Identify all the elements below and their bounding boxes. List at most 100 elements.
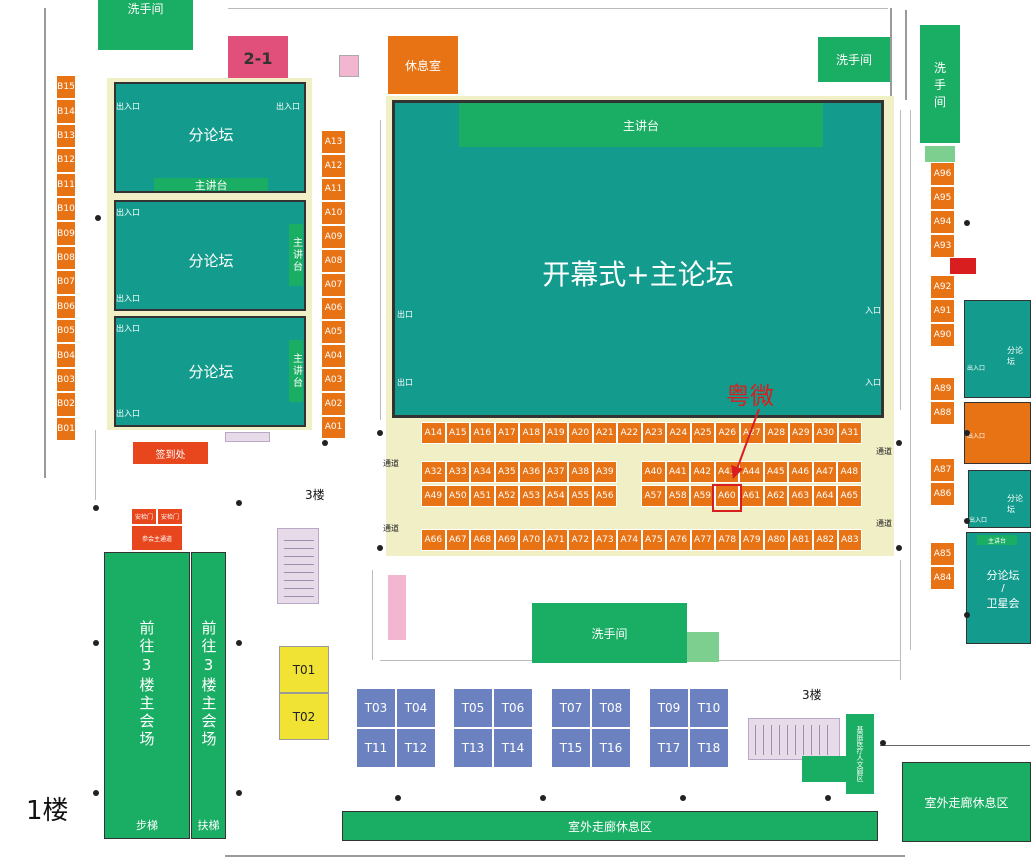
security-gate-2[interactable]: 安检门 <box>158 509 182 524</box>
booth-a59[interactable]: A59 <box>690 485 715 507</box>
booth-a71[interactable]: A71 <box>543 529 568 551</box>
booth-t14[interactable]: T14 <box>493 728 533 768</box>
booth-b04[interactable]: B04 <box>56 343 76 368</box>
booth-a26[interactable]: A26 <box>715 422 740 444</box>
booth-a91[interactable]: A91 <box>930 299 955 323</box>
booth-a73[interactable]: A73 <box>592 529 617 551</box>
booth-a28[interactable]: A28 <box>764 422 789 444</box>
booth-a69[interactable]: A69 <box>494 529 519 551</box>
booth-a11[interactable]: A11 <box>321 177 346 202</box>
booth-a24[interactable]: A24 <box>666 422 691 444</box>
booth-a68[interactable]: A68 <box>470 529 495 551</box>
booth-t09[interactable]: T09 <box>649 688 689 728</box>
booth-t01[interactable]: T01 <box>279 646 329 693</box>
booth-t16[interactable]: T16 <box>591 728 631 768</box>
booth-a65[interactable]: A65 <box>837 485 862 507</box>
booth-b08[interactable]: B08 <box>56 245 76 271</box>
booth-a45[interactable]: A45 <box>763 461 788 483</box>
booth-b13[interactable]: B13 <box>56 123 76 149</box>
booth-a53[interactable]: A53 <box>519 485 544 507</box>
booth-a66[interactable]: A66 <box>421 529 446 551</box>
booth-t03[interactable]: T03 <box>356 688 396 728</box>
booth-t11[interactable]: T11 <box>356 728 396 768</box>
booth-a49[interactable]: A49 <box>421 485 446 507</box>
booth-t08[interactable]: T08 <box>591 688 631 728</box>
booth-a01[interactable]: A01 <box>321 415 346 440</box>
booth-b12[interactable]: B12 <box>56 148 76 173</box>
booth-a81[interactable]: A81 <box>788 529 813 551</box>
booth-b05[interactable]: B05 <box>56 319 76 344</box>
booth-a29[interactable]: A29 <box>788 422 813 444</box>
booth-a82[interactable]: A82 <box>813 529 838 551</box>
booth-a86[interactable]: A86 <box>930 482 955 506</box>
booth-a19[interactable]: A19 <box>543 422 568 444</box>
security-gate-1[interactable]: 安检门 <box>132 509 156 524</box>
booth-a47[interactable]: A47 <box>812 461 837 483</box>
booth-t13[interactable]: T13 <box>453 728 493 768</box>
booth-a38[interactable]: A38 <box>568 461 593 483</box>
booth-a20[interactable]: A20 <box>568 422 593 444</box>
booth-a78[interactable]: A78 <box>715 529 740 551</box>
booth-a23[interactable]: A23 <box>641 422 666 444</box>
booth-a75[interactable]: A75 <box>641 529 666 551</box>
booth-a88[interactable]: A88 <box>930 401 955 425</box>
booth-a55[interactable]: A55 <box>568 485 593 507</box>
booth-a95[interactable]: A95 <box>930 186 955 210</box>
booth-a70[interactable]: A70 <box>519 529 544 551</box>
booth-a94[interactable]: A94 <box>930 210 955 234</box>
booth-a41[interactable]: A41 <box>665 461 690 483</box>
booth-t02[interactable]: T02 <box>279 693 329 740</box>
booth-a84[interactable]: A84 <box>930 566 955 590</box>
booth-a27[interactable]: A27 <box>739 422 764 444</box>
booth-a50[interactable]: A50 <box>445 485 470 507</box>
booth-b14[interactable]: B14 <box>56 99 76 124</box>
booth-a39[interactable]: A39 <box>592 461 617 483</box>
booth-t05[interactable]: T05 <box>453 688 493 728</box>
booth-a10[interactable]: A10 <box>321 201 346 226</box>
booth-b06[interactable]: B06 <box>56 294 76 319</box>
booth-t04[interactable]: T04 <box>396 688 436 728</box>
booth-a46[interactable]: A46 <box>788 461 813 483</box>
booth-t15[interactable]: T15 <box>551 728 591 768</box>
booth-a92[interactable]: A92 <box>930 275 955 299</box>
booth-b09[interactable]: B09 <box>56 221 76 246</box>
booth-a18[interactable]: A18 <box>519 422 544 444</box>
booth-a63[interactable]: A63 <box>788 485 813 507</box>
booth-a36[interactable]: A36 <box>519 461 544 483</box>
booth-a54[interactable]: A54 <box>543 485 568 507</box>
booth-a30[interactable]: A30 <box>813 422 838 444</box>
booth-a40[interactable]: A40 <box>641 461 666 483</box>
booth-a51[interactable]: A51 <box>470 485 495 507</box>
booth-a80[interactable]: A80 <box>764 529 789 551</box>
booth-a25[interactable]: A25 <box>690 422 715 444</box>
booth-a05[interactable]: A05 <box>321 320 346 345</box>
booth-a89[interactable]: A89 <box>930 377 955 401</box>
booth-b11[interactable]: B11 <box>56 172 76 197</box>
booth-a93[interactable]: A93 <box>930 234 955 258</box>
booth-a16[interactable]: A16 <box>470 422 495 444</box>
booth-a21[interactable]: A21 <box>592 422 617 444</box>
booth-a57[interactable]: A57 <box>641 485 666 507</box>
booth-a15[interactable]: A15 <box>445 422 470 444</box>
booth-a87[interactable]: A87 <box>930 458 955 482</box>
booth-b07[interactable]: B07 <box>56 270 76 295</box>
booth-b15[interactable]: B15 <box>56 75 76 100</box>
booth-b03[interactable]: B03 <box>56 367 76 393</box>
booth-a34[interactable]: A34 <box>470 461 495 483</box>
booth-a61[interactable]: A61 <box>739 485 764 507</box>
booth-a02[interactable]: A02 <box>321 391 346 416</box>
booth-t06[interactable]: T06 <box>493 688 533 728</box>
booth-a42[interactable]: A42 <box>690 461 715 483</box>
booth-t18[interactable]: T18 <box>689 728 729 768</box>
booth-a72[interactable]: A72 <box>568 529 593 551</box>
booth-a14[interactable]: A14 <box>421 422 446 444</box>
booth-a13[interactable]: A13 <box>321 130 346 154</box>
booth-a77[interactable]: A77 <box>690 529 715 551</box>
booth-a06[interactable]: A06 <box>321 296 346 321</box>
booth-a74[interactable]: A74 <box>617 529 642 551</box>
booth-b10[interactable]: B10 <box>56 197 76 222</box>
booth-a12[interactable]: A12 <box>321 153 346 178</box>
booth-a96[interactable]: A96 <box>930 162 955 186</box>
booth-a03[interactable]: A03 <box>321 368 346 392</box>
booth-t07[interactable]: T07 <box>551 688 591 728</box>
